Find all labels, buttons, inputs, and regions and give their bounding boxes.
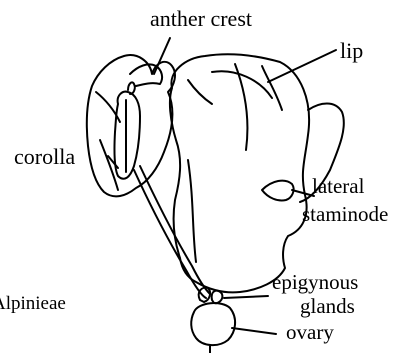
label-tribe: Alpinieae — [0, 294, 66, 313]
label-anther-crest: anther crest — [150, 8, 252, 30]
label-epigynous: epigynous — [272, 272, 358, 293]
ovary — [191, 303, 235, 345]
label-lip: lip — [340, 40, 363, 62]
leader-epigynous — [224, 296, 268, 298]
lip-fold — [188, 80, 212, 104]
label-ovary: ovary — [286, 322, 334, 343]
label-glands: glands — [300, 296, 355, 317]
anther — [114, 92, 140, 179]
epigynous-gland — [212, 291, 223, 304]
lateral-staminode — [262, 181, 294, 201]
label-corolla: corolla — [14, 146, 75, 168]
lip-fold — [188, 160, 196, 262]
label-lateral: lateral — [312, 176, 364, 197]
leader-ovary — [232, 328, 276, 334]
epigynous-gland — [199, 288, 210, 302]
label-staminode: staminode — [302, 204, 388, 225]
leader-lip — [268, 50, 336, 82]
leader-staminode — [292, 190, 314, 196]
lip-outline — [170, 54, 309, 292]
style — [134, 170, 206, 298]
lip-fold — [262, 66, 282, 110]
leader-anther-crest — [154, 38, 170, 74]
